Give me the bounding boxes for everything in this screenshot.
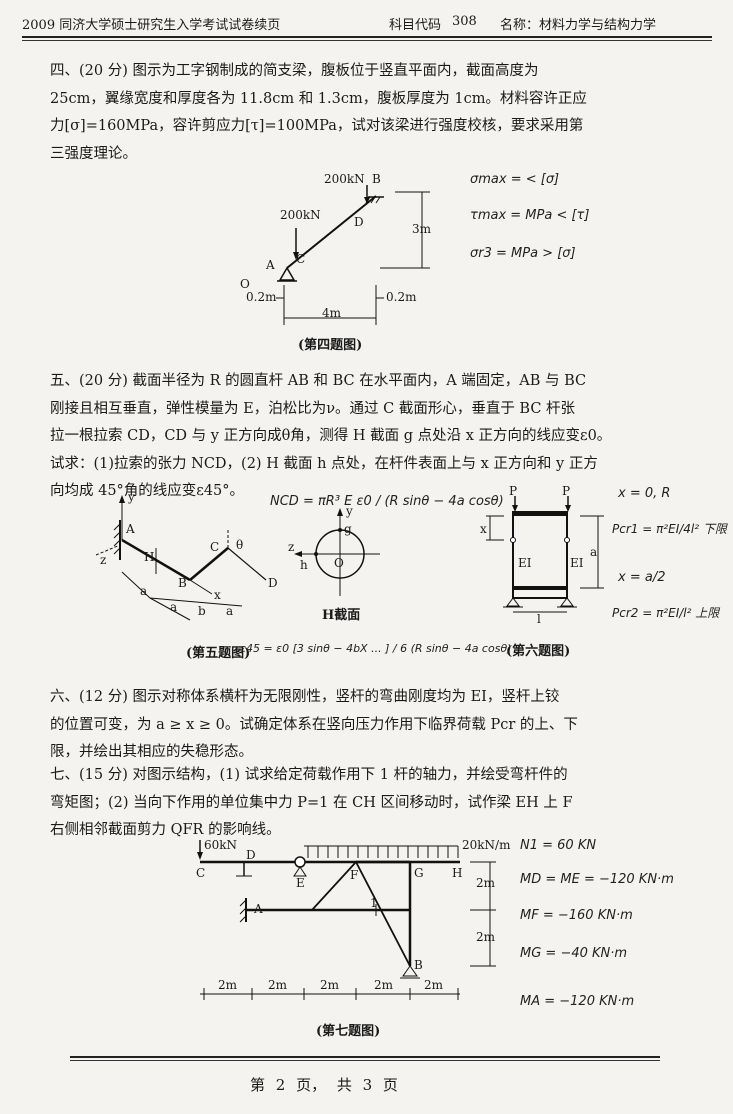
q6-ei-left: EI xyxy=(518,556,532,570)
q5-sec-z: z xyxy=(288,540,295,554)
q7-label-g: G xyxy=(414,866,424,880)
header-rule xyxy=(22,36,712,38)
q5-dim-a2: a xyxy=(170,600,178,614)
q7-label-b: B xyxy=(414,958,423,972)
q4-label-b: B xyxy=(372,172,381,186)
q7-dim-h1: 2m xyxy=(476,876,496,890)
q6-note-pcr2: Pcr2 = π²EI/l² 上限 xyxy=(612,606,720,620)
q5-axis-z: z xyxy=(100,553,107,567)
q7-load-q: 20kN/m xyxy=(462,838,511,852)
q5-note-e45: ε45 = ε0 [3 sinθ − 4bX ... ] / 6 (R sinθ… xyxy=(240,642,512,655)
q4-label-c: C xyxy=(296,252,306,266)
q4-dim-span: 4m xyxy=(322,306,342,320)
footer-rule xyxy=(70,1056,660,1058)
q4-note-smax: σmax = < [σ] xyxy=(470,172,560,187)
header-code-label: 科目代码 xyxy=(389,18,442,33)
q7-text: 七、(15 分) 对图示结构，(1) 试求给定荷载作用下 1 杆的轴力，并绘受弯… xyxy=(50,767,573,838)
q5-sec-h: h xyxy=(300,558,308,572)
q7-note-ma: MA = −120 KN·m xyxy=(520,994,635,1009)
q7-label-c: C xyxy=(196,866,206,880)
q6-dim-x: x xyxy=(480,522,487,536)
q7-load-60: 60kN xyxy=(204,838,238,852)
q6-load-p2: P xyxy=(562,484,571,498)
q5-note-ncd: NCD = πR³ E ε0 / (R sinθ − 4a cosθ) xyxy=(270,494,504,509)
q5-label-h: H xyxy=(144,550,155,564)
q4-note-sr3: σr3 = MPa > [σ] xyxy=(470,246,576,261)
q5-text: 五、(20 分) 截面半径为 R 的圆直杆 AB 和 BC 在水平面内，A 端固… xyxy=(50,373,612,499)
q7-dim-s4: 2m xyxy=(374,978,394,992)
header-school: 2009 同济大学硕士研究生入学考试试卷续页 xyxy=(22,18,281,33)
q6-caption: (第六题图) xyxy=(506,644,571,659)
q6-ei-right: EI xyxy=(570,556,584,570)
q7-note-n1: N1 = 60 KN xyxy=(520,838,597,853)
q4-dim-left: 0.2m xyxy=(246,290,277,304)
page-number: 第 2 页， 共 3 页 xyxy=(250,1076,398,1094)
q5-label-b: B xyxy=(178,576,187,590)
q6-note-xmid: x = a/2 xyxy=(618,570,666,585)
q4-load-c: 200kN xyxy=(280,208,321,222)
q7-dim-s5: 2m xyxy=(424,978,444,992)
q5-label-c: C xyxy=(210,540,220,554)
q7-dim-h2: 2m xyxy=(476,930,496,944)
q4-load-b: 200kN xyxy=(324,172,365,186)
q5-sec-y: y xyxy=(346,504,353,518)
q5-caption: (第五题图) xyxy=(186,646,251,661)
q5-axis-y: y xyxy=(128,490,135,504)
q4-text: 四、(20 分) 图示为工字钢制成的简支梁，腹板位于竖直平面内，截面高度为 25… xyxy=(50,63,587,162)
q6-dim-l: l xyxy=(537,612,541,626)
q6-note-x0: x = 0, R xyxy=(618,486,671,501)
q4-label-a: A xyxy=(266,258,275,272)
header-subject: 名称：材料力学与结构力学 xyxy=(500,18,657,33)
q4-note-tmax: τmax = MPa < [τ] xyxy=(470,208,590,223)
q5-dim-a1: a xyxy=(140,584,148,598)
q4-dim-height: 3m xyxy=(412,222,432,236)
q6-text: 六、(12 分) 图示对称体系横杆为无限刚性，竖杆的弯曲刚度均为 EI，竖杆上铰… xyxy=(50,689,578,760)
q5-label-theta: θ xyxy=(236,538,244,552)
q7-label-h: H xyxy=(452,866,463,880)
q4-label-d: D xyxy=(354,215,364,229)
q7-label-f: F xyxy=(350,868,359,882)
q6-load-p1: P xyxy=(509,484,518,498)
q7-note-mg: MG = −40 KN·m xyxy=(520,946,628,961)
q5-axis-x: x xyxy=(214,588,221,602)
q4-caption: (第四题图) xyxy=(298,338,363,353)
page-header: 2009 同济大学硕士研究生入学考试试卷续页 科目代码 308 名称：材料力学与… xyxy=(22,14,712,40)
header-code: 308 xyxy=(452,14,477,29)
q7-note-md: MD = ME = −120 KN·m xyxy=(520,872,674,887)
q5-sec-o: O xyxy=(334,556,344,570)
footer-rule-thin xyxy=(70,1060,660,1061)
q7-label-e: E xyxy=(296,876,305,890)
q6-dim-a: a xyxy=(590,545,598,559)
q7-label-1: 1 xyxy=(370,896,378,910)
q4-dim-right: 0.2m xyxy=(386,290,417,304)
q5-dim-b: b xyxy=(198,604,206,618)
header-rule-thin xyxy=(22,40,712,41)
q5-dim-a3: a xyxy=(226,604,234,618)
q7-label-a: A xyxy=(254,902,263,916)
q6-note-pcr1: Pcr1 = π²EI/4l² 下限 xyxy=(612,522,727,536)
q5-label-d: D xyxy=(268,576,278,590)
q7-label-d: D xyxy=(246,848,256,862)
q7-dim-s2: 2m xyxy=(268,978,288,992)
q5-sec-g: g xyxy=(344,522,352,536)
q7-caption: (第七题图) xyxy=(316,1024,381,1039)
q7-dim-s1: 2m xyxy=(218,978,238,992)
q5-label-a: A xyxy=(126,522,135,536)
q5-section-caption: H截面 xyxy=(322,608,361,623)
q7-note-mf: MF = −160 KN·m xyxy=(520,908,633,923)
q7-dim-s3: 2m xyxy=(320,978,340,992)
q4-label-o: O xyxy=(240,277,250,291)
